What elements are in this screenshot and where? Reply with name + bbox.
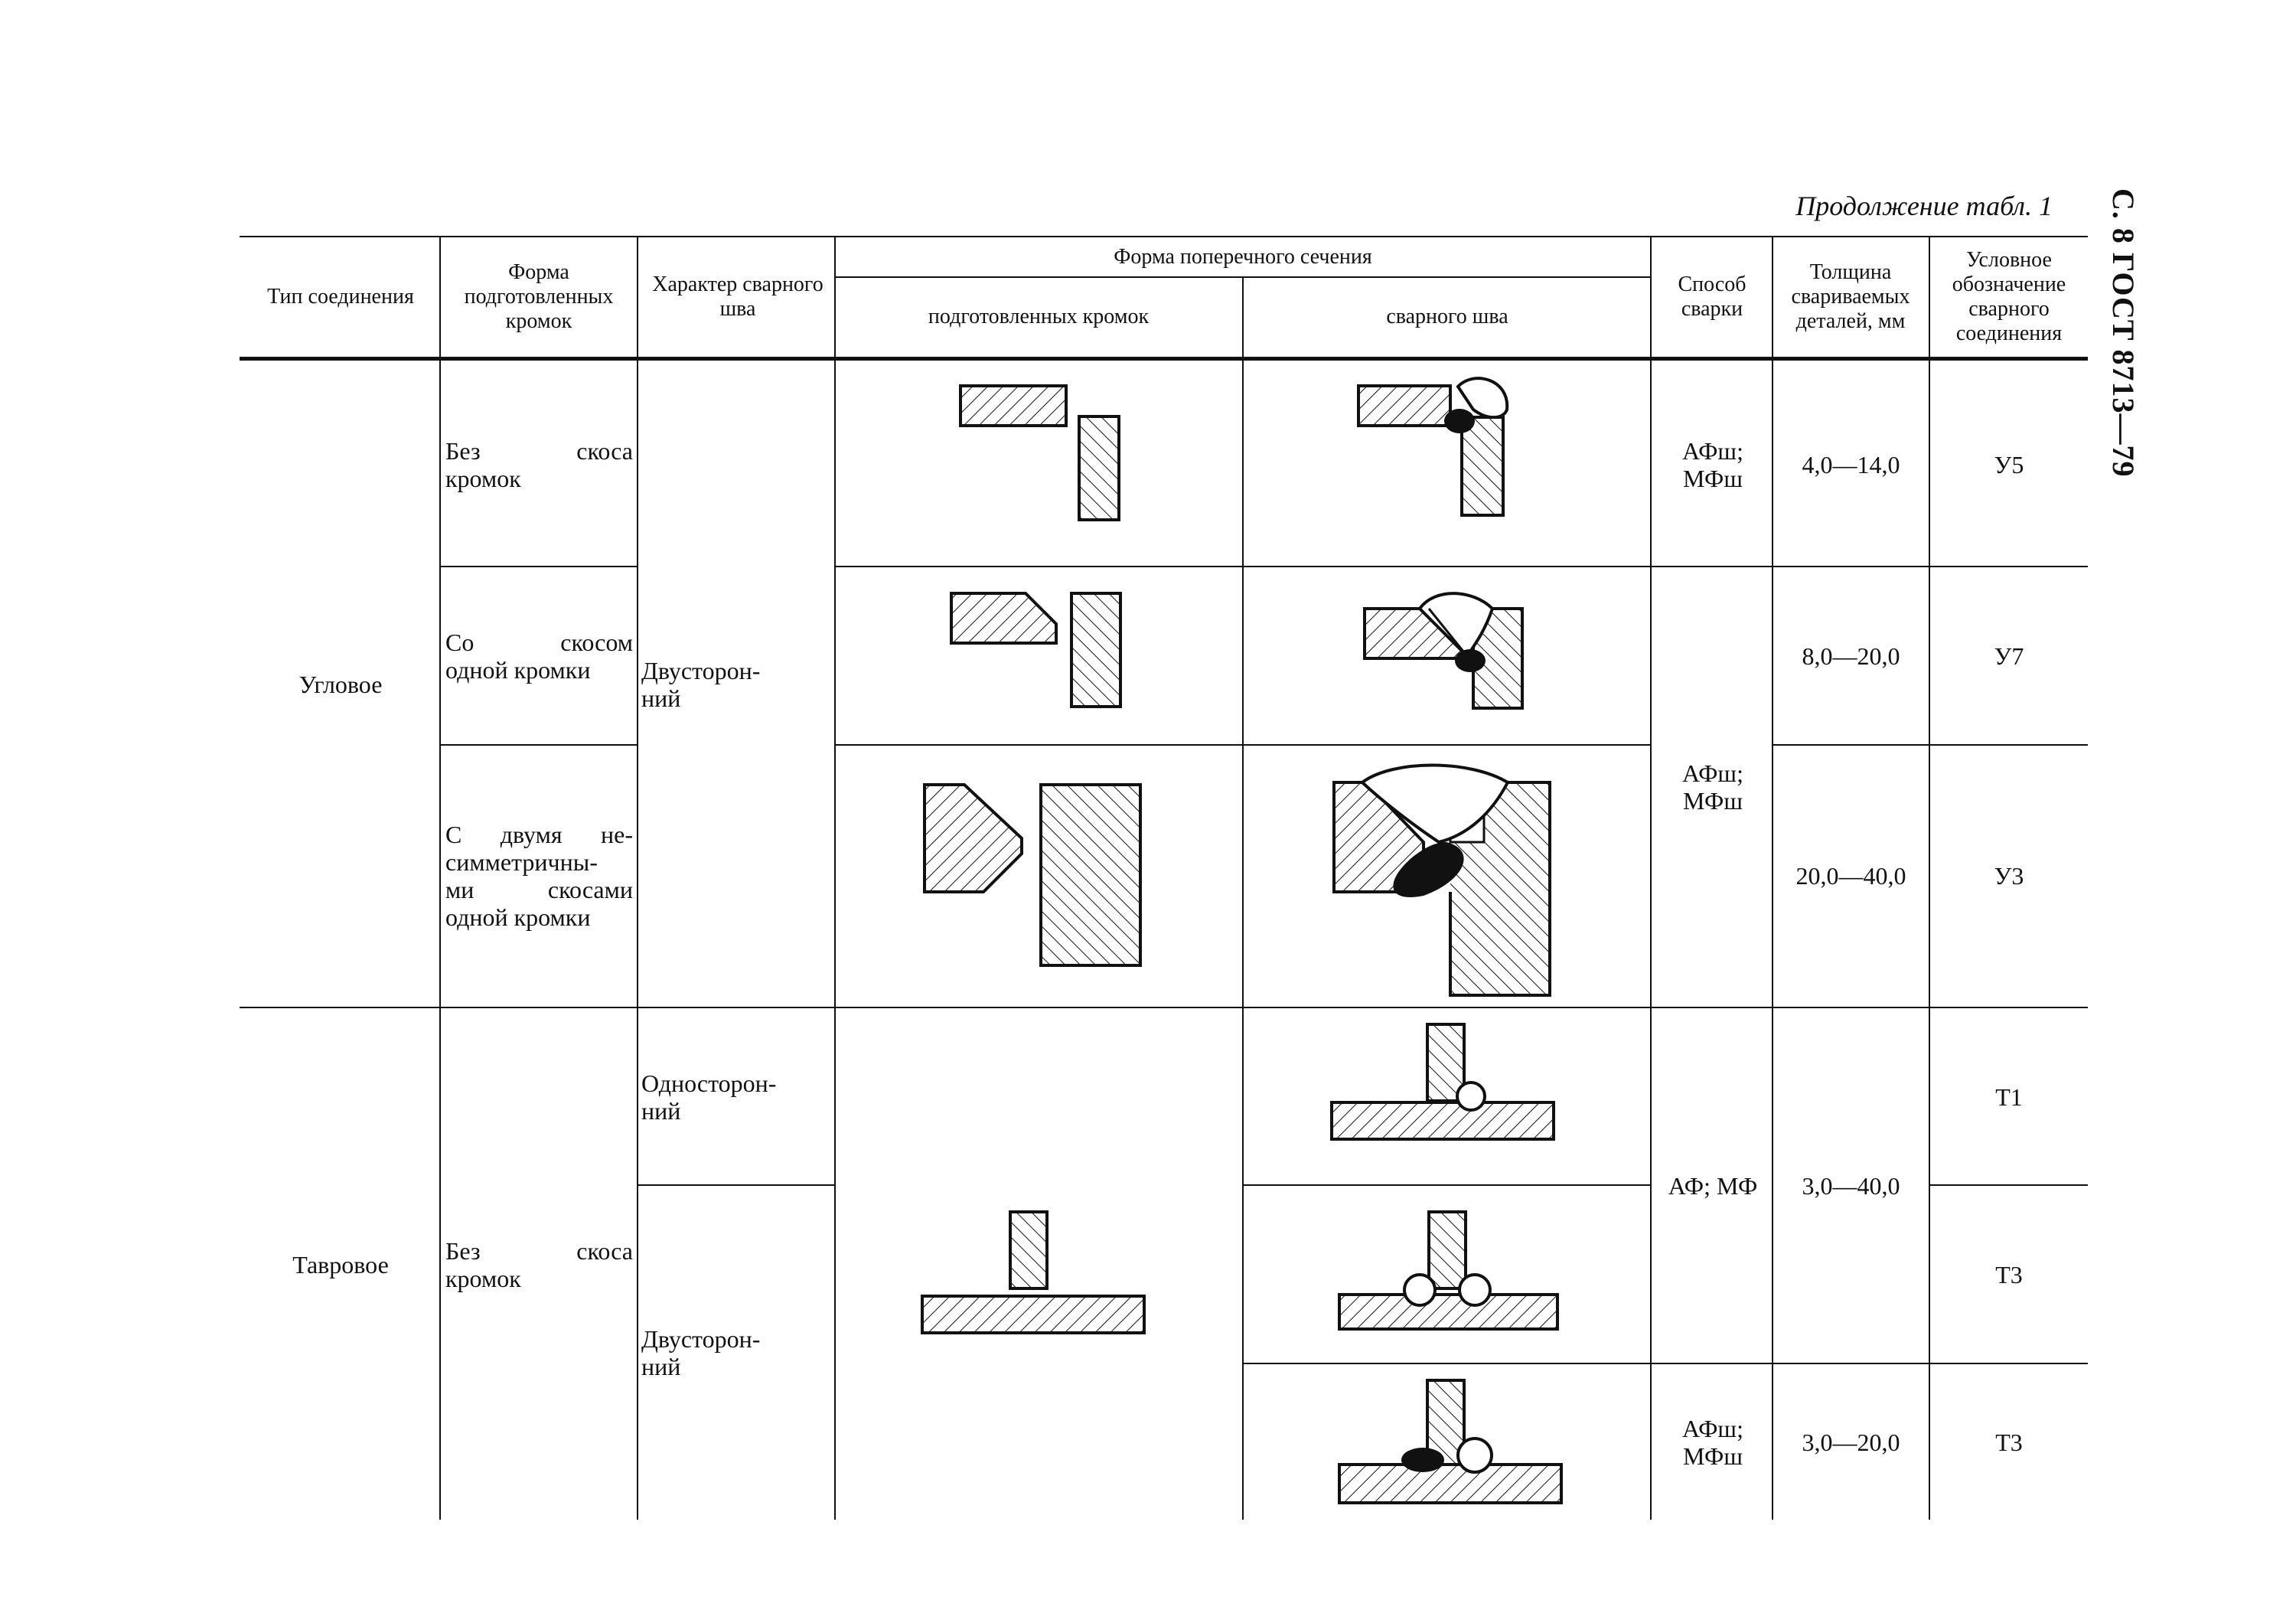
figure-u7-prepared-edges: [950, 592, 1122, 708]
code-u3: У3: [1994, 862, 2024, 890]
row-line-t1c: [1929, 1184, 2088, 1186]
row-line-u5: [439, 566, 637, 567]
vline-7: [1929, 236, 1930, 1520]
row-line-t1b: [1242, 1184, 1650, 1186]
header-thickness: Толщина свариваемых деталей, мм: [1791, 260, 1910, 333]
vline-4: [1242, 276, 1244, 1520]
method-t1-t3: АФ; МФ: [1668, 1172, 1758, 1200]
weld-character-corner: Двусторон- ний: [641, 657, 761, 712]
joint-type-corner: Угловое: [298, 671, 383, 698]
row-line-u7b: [834, 744, 1650, 746]
code-u5: У5: [1994, 450, 2024, 478]
vline-6: [1772, 236, 1773, 1520]
header-designation: Условное обозначение сварного соединения: [1952, 248, 2066, 345]
page-side-header: С. 8 ГОСТ 8713—79: [2097, 188, 2143, 479]
row-line-u7: [439, 744, 637, 746]
code-u7: У7: [1994, 642, 2024, 670]
header-prepared-edges: подготовленных кромок: [928, 305, 1150, 328]
method-t3-b: АФш; МФш: [1682, 1414, 1743, 1470]
code-t3-a: Т3: [1995, 1260, 2023, 1288]
vline-2: [637, 236, 638, 1520]
header-cross-section: Форма поперечного сечения: [1114, 245, 1372, 269]
header-weld-seam: сварного шва: [1386, 305, 1508, 328]
figure-tee-prepared-edges: [921, 1210, 1146, 1334]
figure-t3-weld-a: [1338, 1210, 1559, 1331]
figure-t1-weld: [1330, 1023, 1555, 1141]
figure-u5-weld: [1357, 377, 1509, 517]
continuation-label: Продолжение табл. 1: [1795, 191, 2053, 221]
header-edge-shape: Форма подготовленных кромок: [464, 260, 614, 333]
vline-1: [439, 236, 441, 1520]
vline-3: [834, 236, 836, 1520]
thickness-u3: 20,0—40,0: [1795, 862, 1906, 890]
side-header-text: С. 8 ГОСТ 8713—79: [2106, 188, 2141, 478]
code-t3-b: Т3: [1995, 1428, 2023, 1456]
row-line-t1: [637, 1184, 834, 1186]
header-weld-character: Характер сварного шва: [652, 273, 823, 321]
edge-shape-u3: С двумя не- симметричны- ми скосами одно…: [445, 821, 633, 931]
weld-character-single: Односторон- ний: [641, 1069, 777, 1125]
header-welding-method: Способ сварки: [1678, 273, 1746, 321]
thickness-t3-b: 3,0—20,0: [1802, 1428, 1900, 1456]
thickness-u5: 4,0—14,0: [1802, 450, 1900, 478]
method-u5: АФш; МФш: [1682, 436, 1743, 492]
figure-u7-weld: [1363, 592, 1524, 710]
header-joint-type: Тип соединения: [267, 285, 414, 309]
row-line-t3: [1242, 1363, 2088, 1364]
vline-5: [1650, 236, 1652, 1520]
edge-shape-tee: Без скоса кромок: [445, 1236, 633, 1292]
edge-shape-u7: Со скосом одной кромки: [445, 628, 633, 684]
figure-t3-weld-b: [1338, 1379, 1563, 1504]
row-line-u5b: [834, 566, 2088, 567]
code-t1: Т1: [1995, 1083, 2023, 1111]
figure-u3-weld: [1332, 763, 1551, 997]
rule-group-divider: [240, 1007, 2088, 1008]
rule-header-bottom: [240, 357, 2088, 361]
edge-shape-u5: Без скоса кромок: [445, 436, 633, 492]
thickness-t1-t3: 3,0—40,0: [1802, 1172, 1900, 1200]
row-line-u7c: [1772, 744, 2088, 746]
figure-u3-prepared-edges: [923, 783, 1142, 967]
method-u7-u3: АФш; МФш: [1682, 759, 1743, 815]
weld-character-double: Двусторон- ний: [641, 1325, 761, 1380]
joint-type-tee: Тавровое: [292, 1250, 389, 1278]
rule-top: [240, 236, 2088, 237]
thickness-u7: 8,0—20,0: [1802, 642, 1900, 670]
figure-u5-prepared-edges: [959, 384, 1120, 521]
